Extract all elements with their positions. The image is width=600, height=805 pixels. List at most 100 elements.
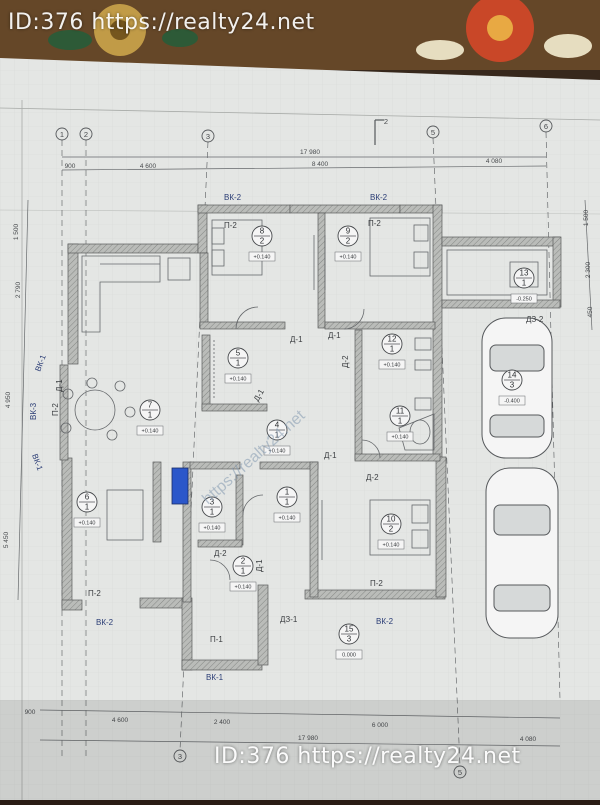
axis-6: 6: [544, 122, 548, 131]
room-category: 1: [522, 279, 527, 288]
dim-top-2: 4 600: [140, 163, 157, 170]
room-number: 14: [508, 371, 517, 380]
room-level: 0.000: [342, 653, 356, 659]
dim-left-3: 4 950: [5, 391, 12, 408]
room-number: 5: [236, 349, 241, 358]
room-category: 1: [241, 567, 246, 576]
room-level: +0.140: [279, 516, 296, 522]
label-d1-d: Д-1: [55, 379, 64, 392]
room-category: 2: [260, 237, 265, 246]
room-marker-r1: 11 +0.140: [273, 486, 301, 523]
room-level: +0.140: [340, 255, 357, 261]
label-d1-b: Д-1: [328, 331, 341, 340]
room-category: 3: [510, 381, 515, 390]
car-bottom: [485, 467, 559, 639]
room-marker-r9: 92 +0.140: [334, 225, 362, 262]
dim-bottom-1: 4 600: [112, 717, 129, 724]
dim-bottom-4: 4 080: [520, 736, 537, 743]
room-number: 4: [275, 421, 280, 430]
label-d1-a: Д-1: [290, 335, 303, 344]
dim-left-4: 5 450: [3, 531, 10, 548]
room-level: -0.400: [504, 399, 520, 405]
room-marker-r6: 61 +0.140: [73, 491, 101, 528]
label-vk2-a: ВК-2: [224, 193, 242, 202]
room-level: +0.140: [392, 435, 409, 441]
label-vk2-c: ВК-2: [96, 618, 114, 627]
room-level: -0.250: [516, 297, 532, 303]
axis-3: 3: [206, 132, 210, 141]
room-category: 1: [85, 503, 90, 512]
room-number: 11: [396, 407, 405, 416]
watermark-bottom: ID:376 https://realty24.net: [214, 744, 521, 769]
axis-3-bottom: 3: [178, 752, 182, 761]
label-d2-b: Д-2: [214, 549, 227, 558]
dim-right-1: 1 500: [583, 209, 590, 226]
room-number: 2: [241, 557, 246, 566]
dim-top-3: 8 400: [312, 161, 329, 168]
label-d1-f: Д-1: [255, 559, 264, 572]
door-openings: [209, 235, 381, 581]
room-marker-r8: 82+0.140: [248, 225, 276, 262]
room-level: +0.140: [383, 543, 400, 549]
room-marker-r10: 102+0.140: [377, 513, 405, 550]
room-marker-r4: 41+0.140: [263, 419, 291, 456]
label-dz31: ДЗ-1: [280, 615, 298, 624]
label-dz32: ДЗ-2: [526, 315, 544, 324]
room-number: 6: [85, 493, 90, 502]
dim-bottom-total: 17 980: [298, 735, 318, 742]
room-number: 10: [387, 515, 396, 524]
room-category: 1: [285, 498, 290, 507]
room-marker-r12: 121+0.140: [378, 333, 406, 370]
room-marker-r7: 71+0.140: [136, 399, 164, 436]
dim-left-2: 2 790: [15, 281, 22, 298]
label-vk2-b: ВК-2: [370, 193, 388, 202]
fabric-background: [0, 0, 600, 70]
dim-bottom-small: 900: [25, 709, 36, 716]
label-vk2-d: ВК-2: [376, 617, 394, 626]
label-p2-e: П-2: [51, 403, 60, 416]
watermark-top: ID:376 https://realty24.net: [8, 10, 315, 35]
dim-left-1: 1 500: [13, 223, 20, 240]
room-category: 2: [346, 237, 351, 246]
room-category: 1: [148, 411, 153, 420]
label-vk1-a: ВК-1: [206, 673, 224, 682]
label-p2-c: П-2: [88, 589, 101, 598]
room-number: 15: [345, 625, 354, 634]
axis-1: 1: [60, 130, 64, 139]
room-category: 3: [347, 635, 352, 644]
room-category: 1: [390, 345, 395, 354]
section-mark: 2: [384, 117, 388, 126]
label-p2-a: П-2: [224, 221, 237, 230]
room-level: +0.140: [230, 377, 247, 383]
room-number: 9: [346, 227, 351, 236]
dim-bottom-3: 6 000: [372, 722, 389, 729]
axis-5: 5: [431, 128, 435, 137]
axis-labels: 1 2 3 5 6 3 5 2: [60, 117, 548, 777]
room-level: +0.140: [204, 526, 221, 532]
room-marker-r13: 131-0.250: [510, 267, 538, 304]
room-category: 1: [210, 508, 215, 517]
dim-top-total: 17 980: [300, 149, 320, 156]
room-level: +0.140: [79, 521, 96, 527]
axis-5-bottom: 5: [458, 768, 462, 777]
room-number: 3: [210, 498, 215, 507]
room-level: +0.140: [269, 449, 286, 455]
dimension-lines: [17, 156, 593, 747]
dim-top-4: 4 080: [486, 158, 503, 165]
room-category: 1: [398, 417, 403, 426]
room-marker-r2: 21 +0.140: [229, 555, 257, 592]
label-d1-c: Д-1: [324, 451, 337, 460]
stair-highlight: [171, 467, 189, 505]
label-d2-a: Д-2: [366, 473, 379, 482]
label-p2-d: П-2: [370, 579, 383, 588]
dim-right-3: 450: [587, 306, 594, 317]
furniture: [60, 217, 548, 556]
room-number: 1: [285, 488, 290, 497]
room-level: +0.140: [235, 585, 252, 591]
room-markers: 11+0.14021+0.14031+0.14041+0.14051+0.140…: [73, 225, 538, 660]
room-marker-r15: 153 0.000: [335, 623, 363, 660]
room-number: 12: [388, 335, 397, 344]
dim-top-1: 900: [65, 163, 76, 170]
